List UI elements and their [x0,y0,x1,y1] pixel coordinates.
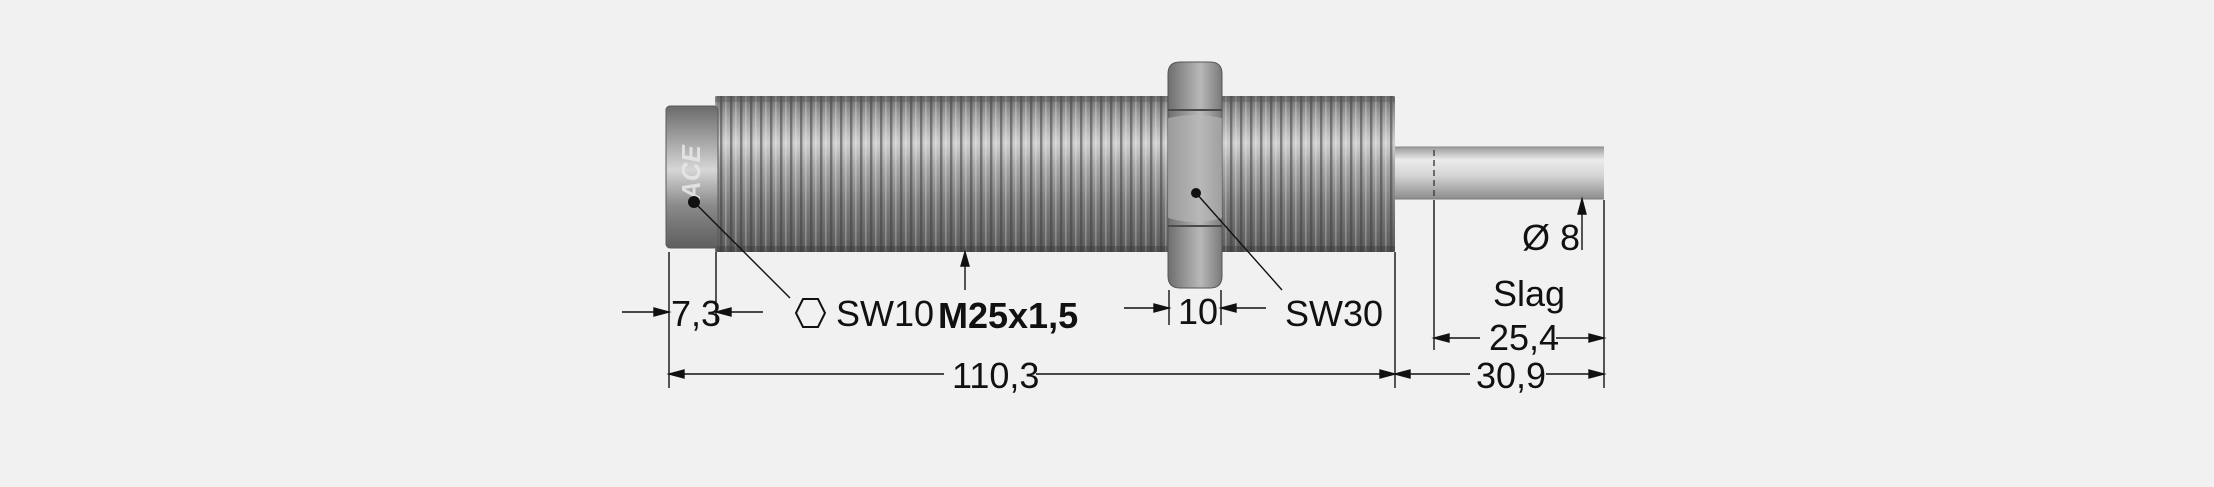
ace-logo: ACE [676,144,706,201]
dim-cap-length [622,307,763,317]
stroke-title-label: Slag [1493,273,1565,314]
nut-wrench-label: SW30 [1285,293,1383,334]
end-cap: ACE [665,105,719,249]
thread-arrow [960,249,970,290]
nut-width-label: 10 [1178,291,1218,332]
dim-rod-length [1392,369,1607,379]
dim-body-length [666,369,1398,379]
cap-length-label: 7,3 [671,293,721,334]
hex-icon [794,298,827,328]
rod-diameter-arrow [1577,196,1587,250]
body-length-label: 110,3 [952,355,1039,396]
nut-leader-dot [1191,188,1201,198]
cap-wrench-label: SW10 [836,293,934,334]
stroke-value-label: 25,4 [1489,317,1559,358]
lock-nut [1167,61,1223,289]
cap-leader [693,201,791,299]
rod-diameter-label: Ø 8 [1522,217,1580,258]
rod-length-label: 30,9 [1476,355,1546,396]
threaded-body [715,96,1395,252]
cap-leader-dot [688,196,700,208]
thread-label: M25x1,5 [938,295,1078,336]
dim-nut-width [1124,303,1266,313]
nut-leader [1195,192,1283,291]
piston-rod [1394,147,1604,199]
dim-stroke [1431,333,1607,343]
